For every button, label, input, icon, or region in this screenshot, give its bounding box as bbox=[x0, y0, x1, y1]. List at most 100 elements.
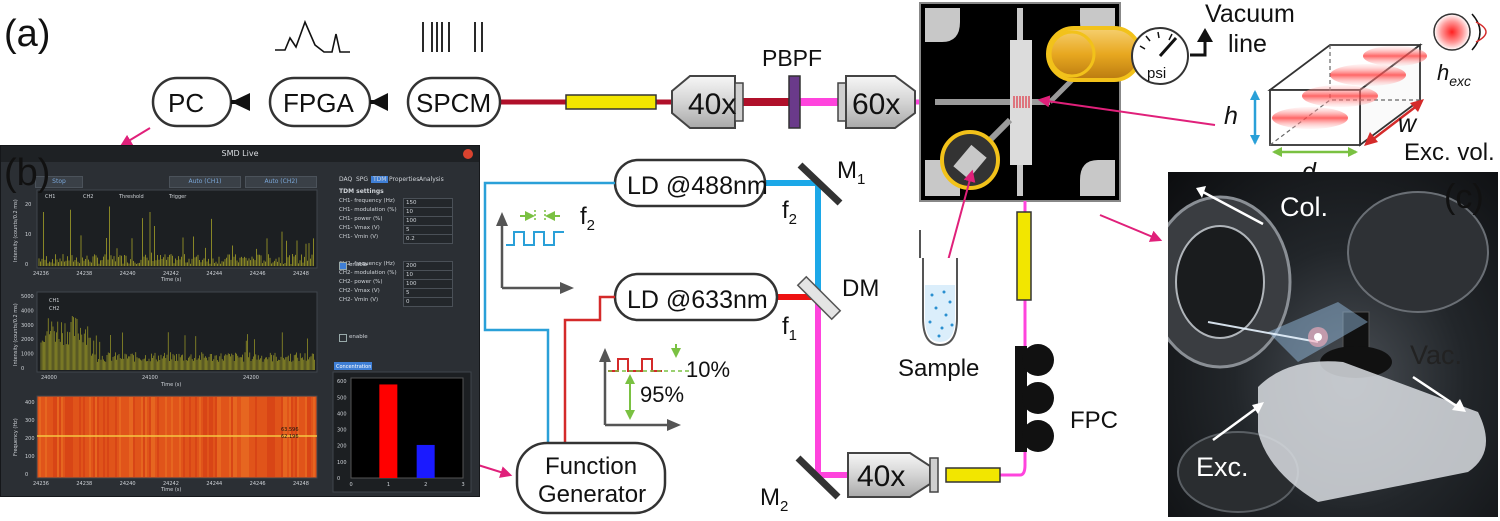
legend-threshold: Threshold bbox=[118, 194, 144, 200]
tab-spg[interactable]: SPG bbox=[356, 176, 369, 183]
laser-488-label: LD @488nm bbox=[627, 172, 768, 200]
pointer-to-photo bbox=[1099, 214, 1163, 242]
exc-vol-label: Exc. vol. bbox=[1404, 139, 1495, 166]
mid-ylabel: Intensity (counts/0.2 ms) bbox=[13, 303, 19, 366]
setting-label: CH2- Vmin (V) bbox=[339, 297, 379, 303]
setting-label: CH2- power (%) bbox=[339, 279, 383, 285]
excitation-volume-diagram bbox=[1250, 13, 1487, 157]
laser-633-label: LD @633nm bbox=[627, 286, 768, 314]
panel-b-label: (b) bbox=[4, 152, 50, 194]
setting-value-input[interactable]: 0.2 bbox=[403, 234, 453, 244]
tick-label: 24236 bbox=[33, 481, 49, 487]
spec-mark-2: 62.196 bbox=[281, 434, 299, 440]
tick-label: 24244 bbox=[206, 271, 222, 277]
photo-col-label: Col. bbox=[1280, 192, 1329, 222]
sample-label: Sample bbox=[898, 355, 979, 382]
tick-label: 24000 bbox=[41, 375, 57, 381]
tick-label: 200 bbox=[25, 436, 35, 442]
microfluidic-chip bbox=[919, 2, 1142, 202]
tab-daq[interactable]: DAQ bbox=[339, 176, 353, 183]
settings-title: TDM settings bbox=[339, 188, 384, 195]
concentration-bar-1 bbox=[379, 384, 398, 478]
m1-label: M1 bbox=[837, 157, 865, 188]
dm-label: DM bbox=[842, 275, 879, 302]
conc-tab[interactable]: Concentration bbox=[336, 364, 371, 370]
enable-checkbox-2[interactable] bbox=[339, 334, 347, 342]
f1-laser-label: f1 bbox=[782, 313, 797, 344]
mid-xlabel: Time (s) bbox=[160, 382, 181, 388]
auto-ch1-button[interactable]: Auto (CH1) bbox=[169, 176, 241, 188]
objective-40x-top: 40x bbox=[671, 75, 744, 129]
tick-label: 24242 bbox=[163, 271, 179, 277]
pbpf-filter bbox=[788, 75, 801, 129]
conc-y-tick: 400 bbox=[337, 411, 347, 417]
spcm-box bbox=[406, 76, 502, 128]
tab-analysis[interactable]: Analysis bbox=[419, 176, 444, 183]
conc-y-tick: 300 bbox=[337, 428, 347, 434]
fiber-filter-vertical bbox=[1016, 211, 1032, 301]
function-label: Function bbox=[545, 453, 637, 480]
tick-label: 24246 bbox=[250, 271, 266, 277]
tick-label: 24242 bbox=[163, 481, 179, 487]
software-window: SMD Live Stop Auto (CH1) Auto (CH2) DAQ … bbox=[0, 145, 480, 497]
tick-label: 24248 bbox=[293, 481, 309, 487]
vacuum-line-arrow bbox=[1190, 40, 1207, 57]
tick-label: 0 bbox=[21, 366, 24, 372]
tick-label: 24100 bbox=[142, 375, 158, 381]
tick-label: 5000 bbox=[21, 294, 34, 300]
tick-label: 24200 bbox=[243, 375, 259, 381]
svg-text:60x: 60x bbox=[852, 88, 900, 121]
mirror-m2 bbox=[795, 455, 841, 500]
setting-value-input[interactable]: 0 bbox=[403, 297, 453, 307]
h-exc-label: hexc bbox=[1437, 60, 1471, 89]
modulation-waveform-icon bbox=[599, 344, 690, 431]
mirror-m1 bbox=[797, 162, 843, 206]
enable-label-2: enable bbox=[349, 334, 368, 340]
close-icon[interactable] bbox=[463, 149, 473, 159]
stop-button[interactable]: Stop bbox=[35, 176, 83, 188]
auto-ch2-button[interactable]: Auto (CH2) bbox=[245, 176, 317, 188]
setting-label: CH1- modulation (%) bbox=[339, 207, 397, 213]
concentration-bar-2 bbox=[416, 444, 435, 478]
pct95-label: 95% bbox=[640, 382, 684, 407]
enable-label-1: enable bbox=[349, 262, 368, 268]
tick-label: 4000 bbox=[21, 308, 34, 314]
sample-tube-icon bbox=[919, 230, 958, 347]
pointer-software-to-generator bbox=[477, 464, 513, 478]
top-xlabel: Time (s) bbox=[160, 277, 181, 283]
spcm-label: SPCM bbox=[416, 88, 491, 118]
photo-vac-label: Vac. bbox=[1410, 340, 1463, 370]
conc-y-tick: 100 bbox=[337, 460, 347, 466]
tick-label: 20 bbox=[25, 202, 31, 208]
setting-label: CH2- modulation (%) bbox=[339, 270, 397, 276]
pc-label: PC bbox=[168, 88, 204, 118]
generator-label: Generator bbox=[538, 481, 646, 508]
spec-ylabel: Frequency (Hz) bbox=[13, 418, 19, 456]
tab-tdm[interactable]: TDM bbox=[371, 176, 389, 183]
setting-label: CH2- Vmax (V) bbox=[339, 288, 380, 294]
conc-x-tick: 1 bbox=[387, 482, 390, 488]
panel-b-label-wrap: (b) bbox=[4, 152, 50, 194]
enable-checkbox-1[interactable] bbox=[339, 262, 347, 270]
objective-40x-bottom: 40x bbox=[847, 452, 939, 498]
svg-text:40x: 40x bbox=[857, 460, 905, 493]
tick-label: 24240 bbox=[120, 481, 136, 487]
tick-label: 0 bbox=[25, 472, 28, 478]
tab-properties[interactable]: Properties bbox=[389, 176, 420, 183]
pointer-pc-to-software bbox=[119, 127, 151, 147]
svg-text:psi: psi bbox=[1147, 65, 1166, 82]
setting-label: CH1- Vmin (V) bbox=[339, 234, 379, 240]
photon-burst-icon bbox=[275, 19, 350, 53]
pink-beam-bottom bbox=[815, 297, 848, 478]
tick-label: 24238 bbox=[76, 481, 92, 487]
tick-label: 400 bbox=[25, 400, 35, 406]
signal-arrows bbox=[231, 93, 388, 111]
pbpf-label: PBPF bbox=[762, 45, 822, 71]
tick-label: 24248 bbox=[293, 271, 309, 277]
tick-label: 2000 bbox=[21, 337, 34, 343]
conc-x-tick: 0 bbox=[350, 482, 353, 488]
legend-trigger: Trigger bbox=[168, 194, 187, 200]
fpc-label: FPC bbox=[1070, 407, 1118, 434]
